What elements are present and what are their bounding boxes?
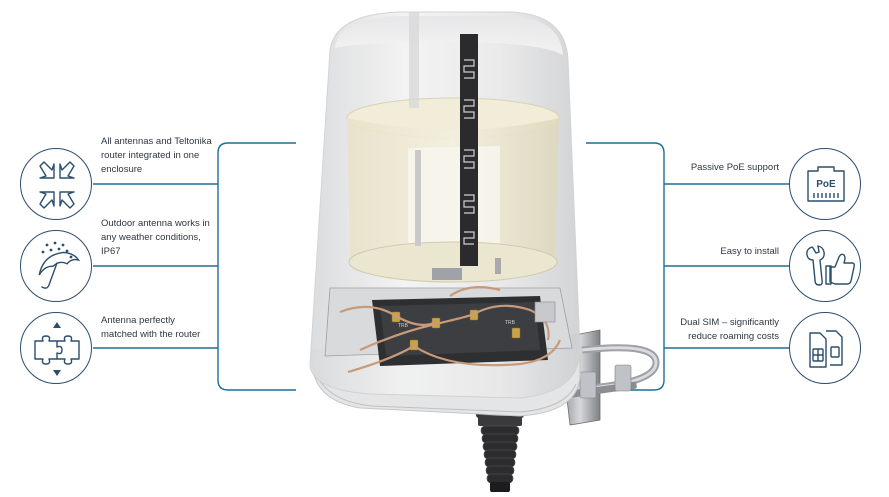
feature-text-dualsim: Dual SIM – significantly reduce roaming … — [680, 317, 779, 342]
poe-icon-label: PoE — [816, 179, 836, 190]
integrated-enclosure-icon-circle — [20, 148, 92, 220]
poe-icon-circle: PoE — [789, 148, 861, 220]
antenna-housing — [346, 97, 560, 283]
dual-sim-icon — [809, 330, 843, 368]
dualsim-icon-circle — [789, 312, 861, 384]
wrench-thumbs-up-icon — [806, 245, 855, 286]
feature-text-weather: Outdoor antenna works in any weather con… — [101, 218, 210, 257]
install-icon-circle — [789, 230, 861, 302]
arrows-inward-icon — [39, 161, 75, 209]
svg-text:TRB: TRB — [505, 320, 516, 326]
poe-port-icon: PoE — [807, 166, 845, 202]
matched-icon-circle — [20, 312, 92, 384]
weather-icon-circle — [20, 230, 92, 302]
puzzle-icon — [34, 322, 80, 376]
feature-text-integrated: All antennas and Teltonika router integr… — [101, 136, 212, 175]
feature-text-install: Easy to install — [720, 246, 779, 257]
feature-text-matched: Antenna perfectly matched with the route… — [101, 315, 201, 340]
umbrella-rain-icon — [38, 241, 81, 289]
feature-text-poe: Passive PoE support — [690, 162, 779, 173]
antenna-elements — [409, 12, 501, 280]
svg-text:TRB: TRB — [398, 323, 409, 329]
router-module: TRB TRB — [324, 285, 573, 374]
